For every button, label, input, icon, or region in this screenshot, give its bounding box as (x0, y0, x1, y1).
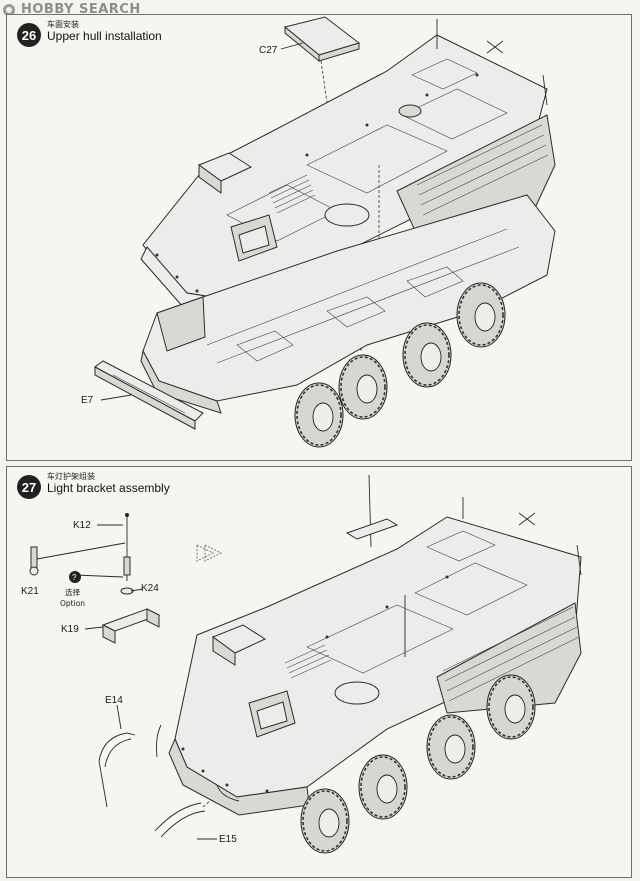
part-k12-antenna (123, 513, 131, 581)
label-k21: K21 (21, 586, 39, 597)
e14-leader (116, 704, 122, 730)
assembled-vehicle (156, 474, 582, 816)
wheels-27 (300, 674, 536, 854)
option-link-line-b (74, 574, 124, 578)
watermark: HOBBY SEARCH (2, 2, 141, 17)
step-26-title-en: Upper hull installation (47, 28, 162, 43)
e7-leader (100, 394, 132, 401)
wheels-26 (294, 282, 506, 448)
part-e14-guard (98, 732, 136, 808)
svg-text:?: ? (72, 573, 77, 582)
step-27-title-en: Light bracket assembly (47, 480, 170, 495)
step-27-header: 27 车灯护架组装 Light bracket assembly (17, 472, 170, 499)
c27-leader (280, 42, 304, 50)
step-26-drawing: C27 (81, 16, 556, 448)
step-26-title-cn: 车面安装 (47, 20, 79, 29)
option-label-cn: 选择 (65, 587, 80, 597)
option-label-en: Option (60, 599, 85, 608)
part-k19-bracket (101, 608, 161, 644)
step-27-titles: 车灯护架组装 Light bracket assembly (47, 472, 170, 495)
label-k12: K12 (73, 520, 91, 531)
step-27-number: 27 (17, 475, 41, 499)
label-e14: E14 (105, 695, 123, 706)
option-link-line-a (36, 542, 126, 560)
vehicle-grille (284, 644, 332, 679)
option-icon: ? (69, 571, 81, 583)
step-26-header: 26 车面安装 Upper hull installation (17, 20, 162, 47)
label-k24: K24 (141, 583, 159, 594)
watermark-text: HOBBY SEARCH (21, 2, 141, 17)
step-27-title-cn: 车灯护架组装 (47, 472, 95, 481)
step-27-drawing: K12 K24 K19 K21 ? 选择 Option (21, 474, 582, 854)
lower-hull (140, 194, 556, 414)
step-27-panel: 27 车灯护架组装 Light bracket assembly K12 K24… (6, 466, 632, 878)
commander-cupola (324, 203, 370, 227)
vehicle-rivets (181, 575, 449, 793)
vehicle-cupola (334, 681, 380, 705)
part-e15-guard (154, 802, 206, 838)
part-c27-hatch (283, 16, 361, 63)
part-k24-mount (120, 587, 144, 595)
label-k19: K19 (61, 624, 79, 635)
step-26-panel: 26 车面安装 Upper hull installation C27 (6, 14, 632, 461)
label-e7: E7 (81, 395, 94, 406)
rear-hatch-ring (398, 104, 422, 118)
upper-hull-rivets (155, 73, 479, 299)
direction-arrow-icon (196, 544, 223, 562)
label-e15: E15 (219, 834, 237, 845)
k19-leader (84, 626, 104, 630)
part-e7-bumper (94, 360, 204, 430)
step-26-titles: 车面安装 Upper hull installation (47, 20, 162, 43)
upper-hull-slat-armour (416, 124, 549, 216)
part-k21-post (29, 546, 39, 576)
hobby-search-logo-icon (3, 3, 15, 16)
vehicle-slat-armour (442, 606, 580, 702)
step-26-number: 26 (17, 23, 41, 47)
label-c27: C27 (259, 45, 278, 56)
upper-hull-grille (268, 174, 316, 214)
